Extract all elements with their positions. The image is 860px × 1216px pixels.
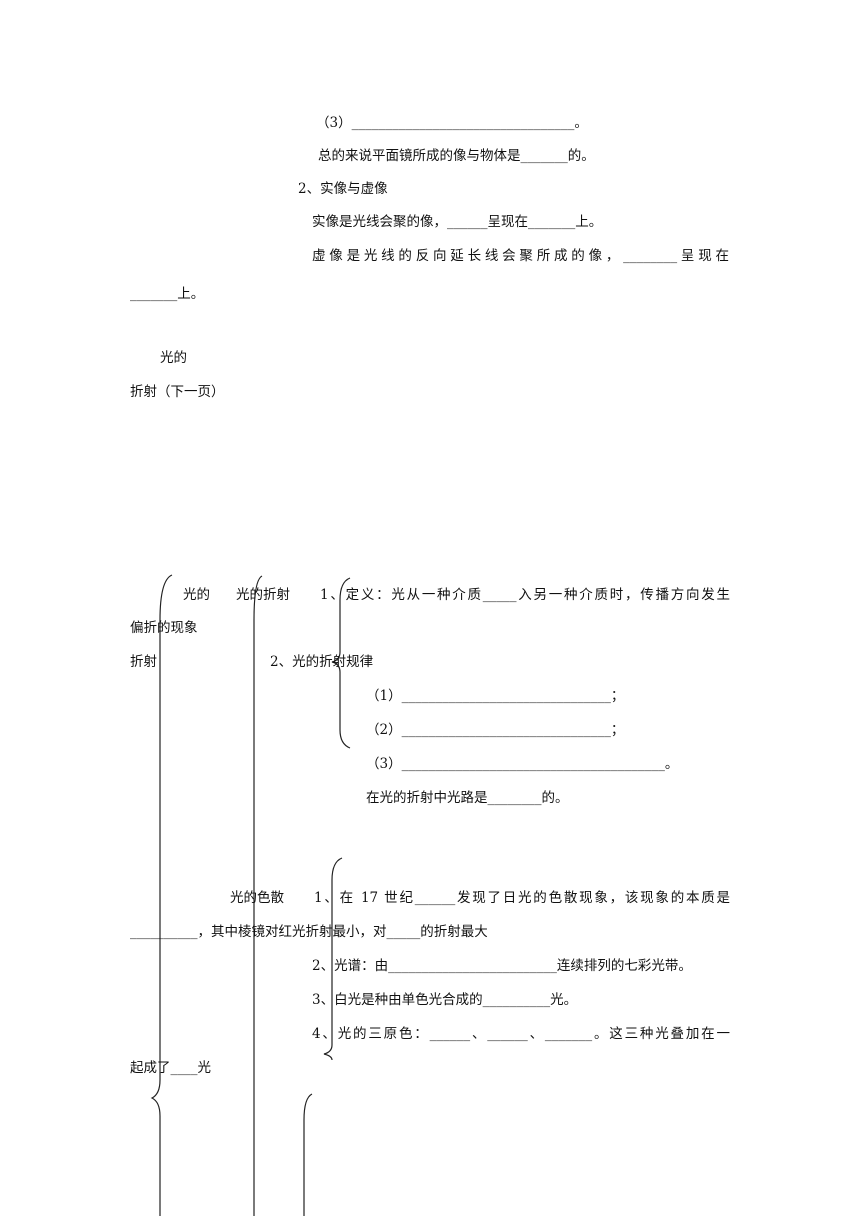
brace-refraction-outer (253, 575, 263, 1216)
section-2-title: 2、实像与虚像 (298, 181, 388, 197)
refraction-rule-3: （3）_____________________________________… (366, 756, 679, 772)
brace-refraction-items (331, 577, 351, 749)
refraction-definition-line1: 1、定义：光从一种介质_____入另一种介质时，传播方向发生 (320, 587, 730, 603)
refraction-definition-line2: 偏折的现象 (130, 620, 198, 636)
dispersion-item-1-line1: 1、在 17 世纪______发现了日光的色散现象，该现象的本质是 (314, 890, 730, 906)
refraction-main-label-line1: 光的 (183, 587, 210, 603)
dispersion-item-4-line1: 4、光的三原色：______、______、_______。这三种光叠加在一 (312, 1026, 730, 1042)
dispersion-label: 光的色散 (230, 890, 284, 906)
brace-dispersion (323, 857, 343, 1061)
brace-bottom (303, 1093, 313, 1216)
refraction-path-note: 在光的折射中光路是________的。 (366, 790, 569, 806)
refraction-sub-label: 光的折射 (236, 587, 290, 603)
refraction-note-line1: 光的 (160, 350, 187, 366)
dispersion-item-1-line2: __________，其中棱镜对红光折射最小，对_____的折射最大 (130, 924, 488, 940)
virtual-image-text-line1: 虚像是光线的反向延长线会聚所成的像，________呈现在 (312, 248, 729, 264)
dispersion-item-2: 2、光谱：由_________________________连续排列的七彩光带… (312, 958, 692, 974)
refraction-rule-2: （2）_______________________________； (366, 722, 625, 738)
dispersion-item-4-line2: 起成了____光 (130, 1060, 211, 1076)
refraction-main-label-line2: 折射 (130, 654, 157, 670)
virtual-image-text-line2: _______上。 (130, 286, 205, 302)
refraction-law-title: 2、光的折射规律 (270, 654, 374, 670)
real-image-text: 实像是光线会聚的像，______呈现在_______上。 (312, 214, 603, 230)
dispersion-item-3: 3、白光是种由单色光合成的__________光。 (312, 992, 578, 1008)
mirror-item-3: （3）_________________________________。 (316, 115, 588, 131)
brace-main (150, 574, 173, 1216)
mirror-summary: 总的来说平面镜所成的像与物体是_______的。 (318, 148, 595, 164)
refraction-note-line2: 折射（下一页） (130, 384, 225, 400)
refraction-rule-1: （1）_______________________________； (366, 688, 625, 704)
